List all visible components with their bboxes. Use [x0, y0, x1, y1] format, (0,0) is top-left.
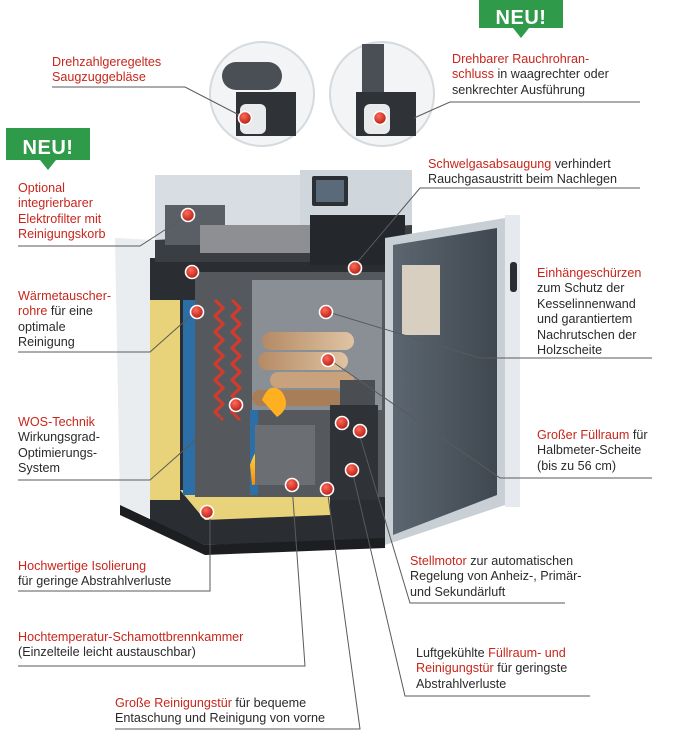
label-luftgekuehlt: Luftgekühlte Füllraum- und Reinigungstür…: [416, 646, 568, 691]
dot-luftgekuehlt: [344, 462, 360, 478]
label-rauchrohr: Drehbarer Rauchrohran- schluss in waagre…: [452, 52, 609, 97]
dot-wos: [228, 397, 244, 413]
label-einhaenge: Einhängeschürzen zum Schutz der Kesselin…: [537, 266, 642, 358]
dot-waermetauscher: [189, 304, 205, 320]
label-waermetauscher: Wärmetauscher- rohre für eine optimale R…: [18, 289, 112, 350]
label-fuellraum: Großer Füllraum für Halbmeter-Scheite (b…: [537, 428, 648, 473]
dot-saugzug: [237, 110, 253, 126]
new-badge-top: NEU!: [479, 0, 563, 40]
dot-fuellraum: [320, 352, 336, 368]
dot-stellmotor-a: [334, 415, 350, 431]
label-brennkammer: Hochtemperatur-Schamottbrennkammer (Einz…: [18, 630, 244, 660]
new-badge-left: NEU!: [6, 128, 90, 172]
label-wos: WOS-Technik Wirkungsgrad- Optimierungs- …: [18, 415, 100, 476]
dot-stellmotor-b: [352, 423, 368, 439]
dot-elektrofilter: [180, 207, 196, 223]
dot-brennkammer: [284, 477, 300, 493]
dot-rauchrohr: [372, 110, 388, 126]
label-isolierung: Hochwertige Isolierung für geringe Abstr…: [18, 559, 172, 589]
dot-elektrofilter-2: [184, 264, 200, 280]
dot-einhaenge: [318, 304, 334, 320]
label-elektrofilter: Optional integrierbarer Elektrofilter mi…: [18, 181, 106, 242]
label-schwelgas: Schwelgasabsaugung verhindert Rauchgasau…: [428, 157, 618, 187]
label-reinigungstuer: Große Reinigungstür für bequeme Entaschu…: [115, 696, 326, 726]
dot-isolierung: [199, 504, 215, 520]
label-stellmotor: Stellmotor zur automatischen Regelung vo…: [410, 554, 582, 599]
dot-schwelgas: [347, 260, 363, 276]
dot-reinigungstuer: [319, 481, 335, 497]
label-saugzug: Drehzahlgeregeltes Saugzuggebläse: [52, 55, 162, 85]
